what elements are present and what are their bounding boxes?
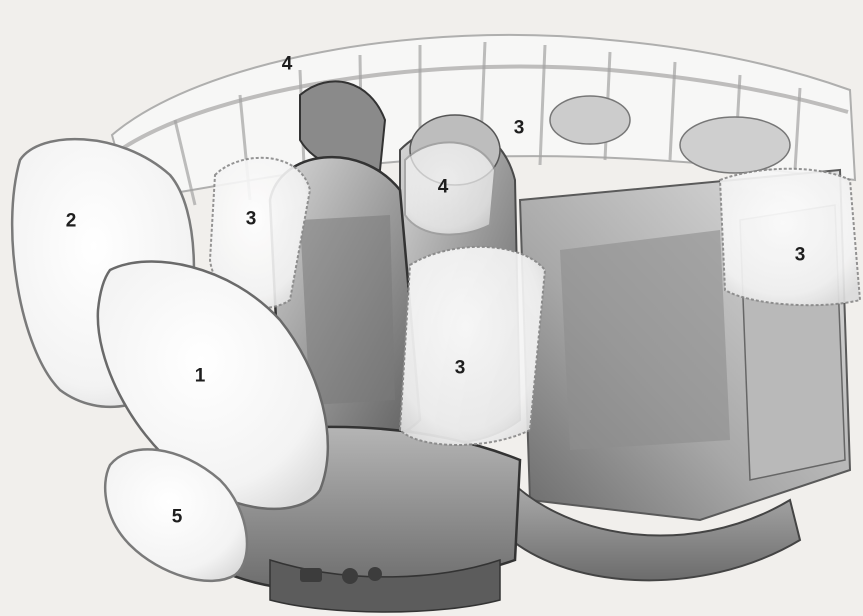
callout-curtain-airbag-seat: 4 xyxy=(438,178,449,197)
callout-front-airbag: 1 xyxy=(195,367,206,386)
callout-curtain-airbag-top: 4 xyxy=(282,55,293,74)
seat-control-switch xyxy=(300,568,322,582)
callout-passenger-airbag: 2 xyxy=(66,212,77,231)
callout-side-airbag-rear-door: 3 xyxy=(514,119,525,138)
callout-side-airbag-rear-center: 3 xyxy=(795,246,806,265)
seat-control-knob xyxy=(342,568,358,584)
callout-side-airbag-front-driver: 3 xyxy=(455,359,466,378)
callout-knee-airbag: 5 xyxy=(172,508,183,527)
callout-side-airbag-front-passenger: 3 xyxy=(246,210,257,229)
